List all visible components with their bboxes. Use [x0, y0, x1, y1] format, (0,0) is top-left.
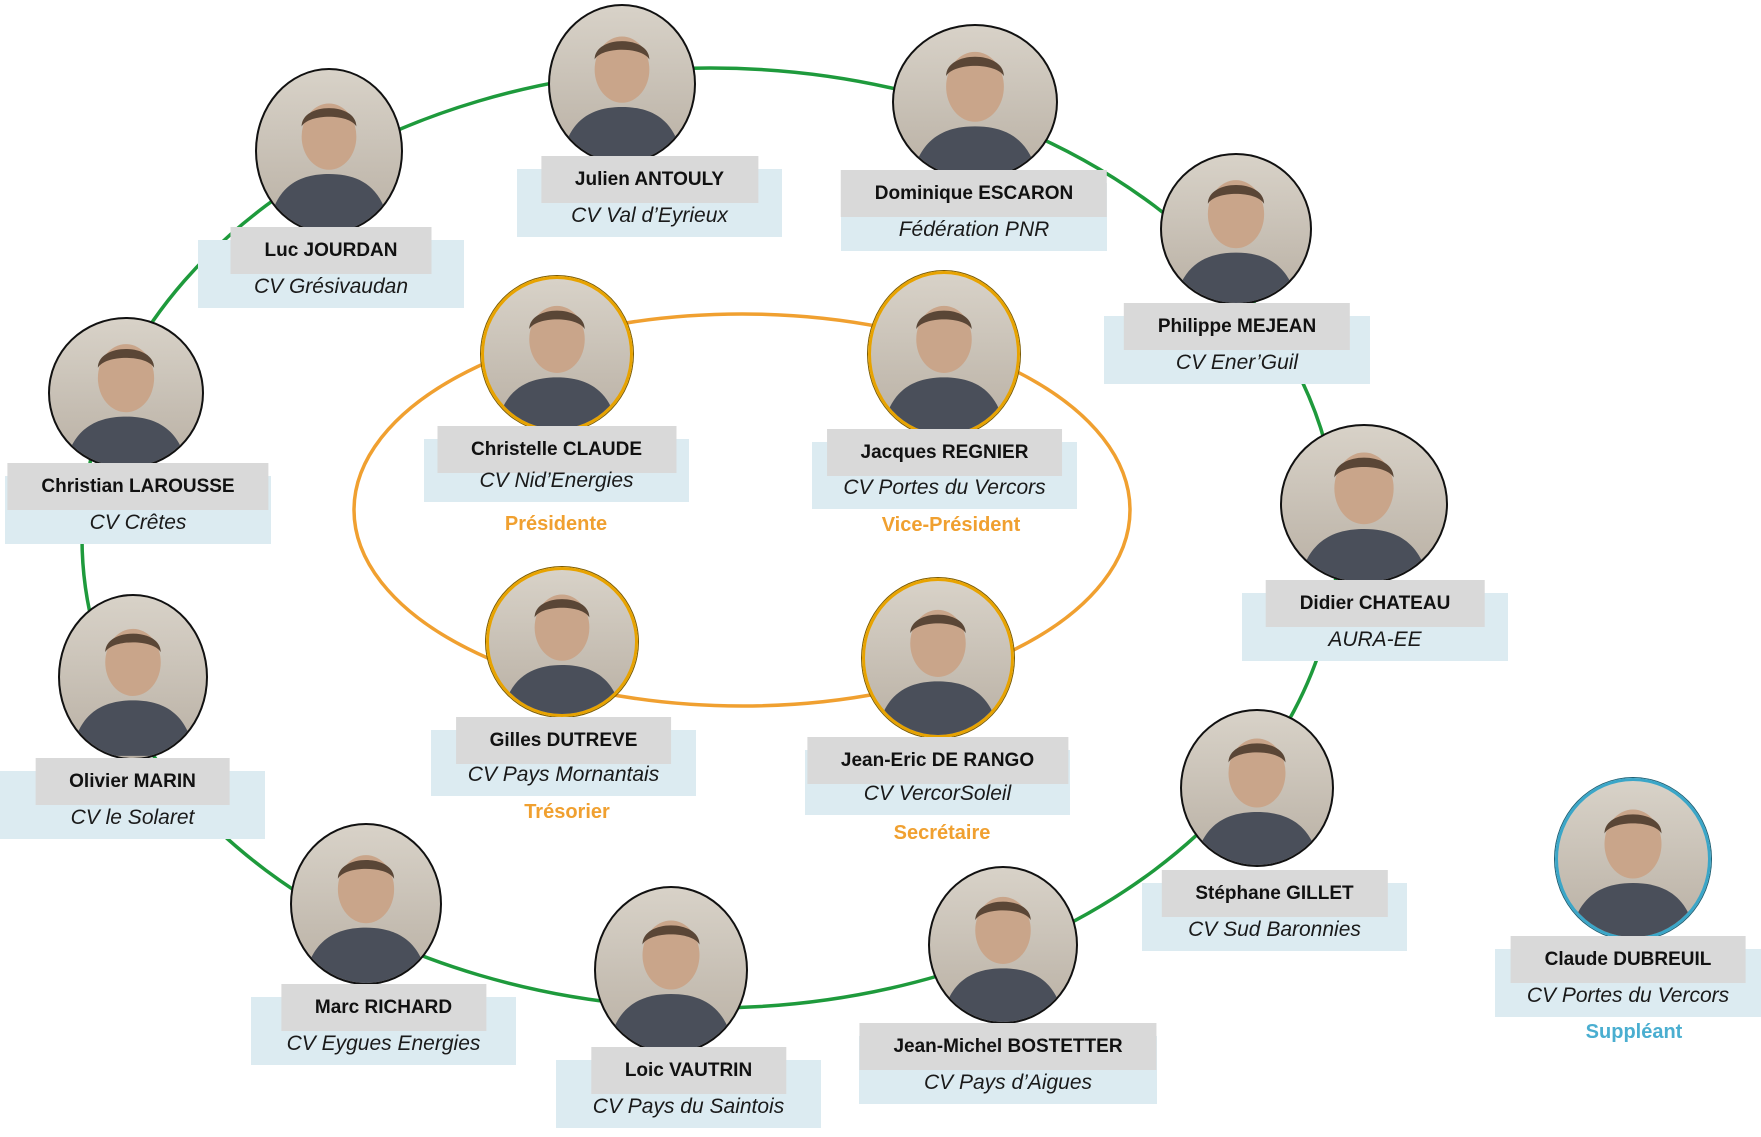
member-card-loic: Loic VAUTRIN CV Pays du Saintois	[556, 1047, 821, 1128]
photo-christelle	[481, 276, 633, 432]
photo-christian	[48, 317, 204, 469]
member-name: Jean-Michel BOSTETTER	[859, 1023, 1157, 1070]
portrait-silhouette-icon	[882, 305, 1006, 433]
photo-philippe	[1160, 153, 1312, 305]
member-name: Jean-Eric DE RANGO	[806, 737, 1069, 784]
member-name: Jacques REGNIER	[826, 429, 1063, 476]
member-name: Stéphane GILLET	[1161, 870, 1388, 917]
member-card-olivier: Olivier MARIN CV le Solaret	[0, 758, 265, 839]
portrait-silhouette-icon	[561, 36, 683, 162]
member-org: CV Crêtes	[89, 511, 187, 534]
photo-jeaneric	[862, 578, 1014, 738]
role-label-jacques: Vice-Président	[881, 514, 1021, 536]
photo-marc	[290, 823, 442, 985]
member-card-christian: Christian LAROUSSE CV Crêtes	[5, 463, 271, 544]
photo-jacques	[868, 271, 1020, 437]
photo-gilles	[486, 567, 638, 717]
inner-ring	[352, 312, 1132, 708]
member-name: Loic VAUTRIN	[590, 1047, 787, 1094]
portrait-silhouette-icon	[942, 896, 1064, 1022]
member-card-philippe: Philippe MEJEAN CV Ener’Guil	[1104, 303, 1370, 384]
member-name: Marc RICHARD	[280, 984, 487, 1031]
member-org: CV Eygues Energies	[286, 1032, 481, 1055]
photo-julien	[548, 4, 696, 164]
member-name: Gilles DUTREVE	[455, 717, 672, 764]
member-org: CV Grésivaudan	[253, 275, 409, 298]
role-label-jeaneric: Secrétaire	[893, 822, 991, 844]
member-org: CV le Solaret	[70, 806, 195, 829]
member-card-julien: Julien ANTOULY CV Val d’Eyrieux	[517, 156, 782, 237]
member-org: CV Portes du Vercors	[843, 476, 1046, 499]
member-card-jeaneric: Jean-Eric DE RANGO CV VercorSoleil	[805, 737, 1070, 815]
member-org: CV Pays d’Aigues	[923, 1071, 1093, 1094]
member-org: AURA-EE	[1328, 628, 1422, 651]
portrait-silhouette-icon	[608, 920, 734, 1051]
member-org: Fédération PNR	[898, 218, 1050, 241]
member-org: CV Sud Baronnies	[1188, 918, 1361, 941]
member-org: CV Pays Mornantais	[467, 763, 660, 786]
member-name: Christelle CLAUDE	[436, 426, 677, 473]
member-card-claude: Claude DUBREUIL CV Portes du Vercors	[1495, 936, 1761, 1017]
photo-olivier	[58, 594, 208, 760]
member-name: Didier CHATEAU	[1265, 580, 1485, 627]
photo-loic	[594, 886, 748, 1054]
portrait-silhouette-icon	[71, 628, 195, 756]
member-card-christelle: Christelle CLAUDE CV Nid’Energies	[424, 426, 689, 502]
member-org: CV Val d’Eyrieux	[571, 204, 728, 227]
portrait-silhouette-icon	[1174, 180, 1298, 303]
portrait-silhouette-icon	[268, 103, 390, 229]
member-org: CV Ener’Guil	[1175, 351, 1299, 374]
photo-claude	[1555, 778, 1711, 940]
member-card-luc: Luc JOURDAN CV Grésivaudan	[198, 227, 464, 308]
member-org: CV VercorSoleil	[863, 782, 1012, 805]
photo-stephane	[1180, 709, 1334, 867]
member-card-stephane: Stéphane GILLET CV Sud Baronnies	[1142, 870, 1407, 951]
role-label-claude: Suppléant	[1585, 1021, 1683, 1043]
member-card-jacques: Jacques REGNIER CV Portes du Vercors	[812, 429, 1077, 509]
photo-luc	[255, 68, 403, 234]
member-org: CV Portes du Vercors	[1526, 984, 1730, 1007]
portrait-silhouette-icon	[1570, 809, 1696, 937]
member-name: Luc JOURDAN	[230, 227, 432, 274]
member-card-jeanmichel: Jean-Michel BOSTETTER CV Pays d’Aigues	[859, 1023, 1157, 1104]
member-name: Olivier MARIN	[35, 758, 230, 805]
role-label-gilles: Trésorier	[524, 801, 610, 823]
member-name: Julien ANTOULY	[540, 156, 759, 203]
portrait-silhouette-icon	[64, 344, 188, 467]
member-org: CV Nid’Energies	[479, 469, 634, 492]
portrait-silhouette-icon	[912, 51, 1038, 178]
role-label-christelle: Présidente	[504, 513, 608, 535]
member-card-dominique: Dominique ESCARON Fédération PNR	[840, 170, 1108, 251]
member-card-gilles: Gilles DUTREVE CV Pays Mornantais	[431, 717, 696, 796]
member-name: Philippe MEJEAN	[1123, 303, 1351, 350]
portrait-silhouette-icon	[877, 609, 999, 735]
member-name: Christian LAROUSSE	[7, 463, 269, 510]
member-org: CV Pays du Saintois	[592, 1095, 785, 1118]
portrait-silhouette-icon	[502, 594, 622, 714]
photo-didier	[1280, 424, 1448, 584]
member-name: Claude DUBREUIL	[1510, 936, 1746, 983]
member-card-didier: Didier CHATEAU AURA-EE	[1242, 580, 1508, 661]
member-card-marc: Marc RICHARD CV Eygues Energies	[251, 984, 516, 1065]
member-name: Dominique ESCARON	[840, 170, 1108, 217]
portrait-silhouette-icon	[496, 305, 618, 429]
photo-jeanmichel	[928, 866, 1078, 1024]
photo-dominique	[892, 24, 1058, 180]
portrait-silhouette-icon	[1299, 452, 1429, 582]
portrait-silhouette-icon	[1194, 738, 1320, 865]
portrait-silhouette-icon	[304, 855, 428, 983]
